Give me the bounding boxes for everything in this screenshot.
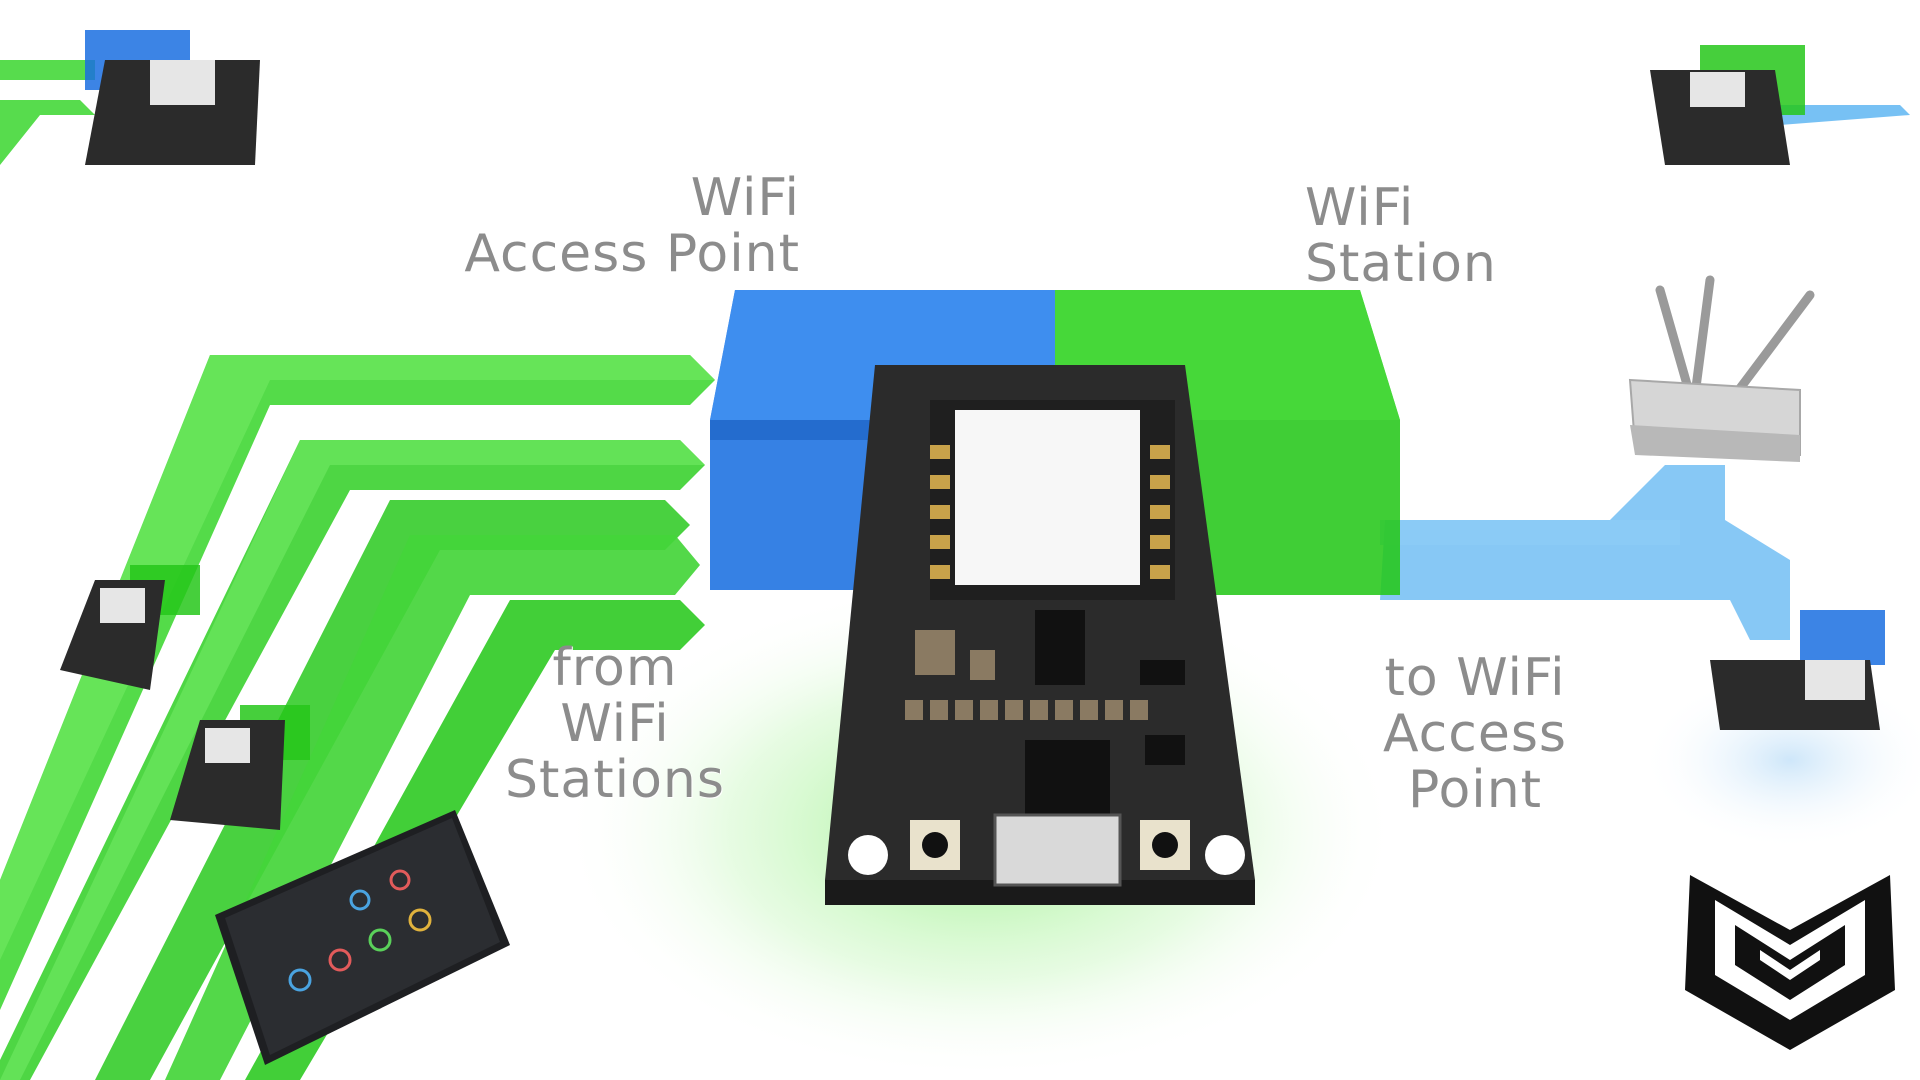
label-line: WiFi: [560, 694, 670, 754]
label-line: Access: [1382, 704, 1567, 764]
label-line: from: [552, 638, 678, 698]
topright-blue-link: [1780, 105, 1910, 125]
label-wifi-access-point: WiFi Access Point: [440, 170, 800, 282]
label-wifi-station: WiFi Station: [1305, 180, 1545, 292]
esp-board-icon-topleft: [85, 30, 260, 165]
esp-board-icon-topright: [1650, 45, 1805, 165]
esp-board-icon-left2: [170, 705, 310, 830]
label-line: WiFi: [690, 168, 800, 228]
esp-board-icon-left1: [60, 565, 200, 690]
label-line: Point: [1407, 760, 1543, 820]
esp-board-main: [825, 365, 1255, 905]
router-icon: [1628, 275, 1815, 462]
label-line: Access Point: [464, 224, 800, 284]
label-line: Station: [1305, 234, 1497, 294]
label-line: WiFi: [1305, 178, 1415, 238]
label-from-wifi-stations: from WiFi Stations: [505, 640, 725, 808]
dashboard-screen-icon: [215, 810, 510, 1065]
label-line: Stations: [505, 750, 725, 810]
topleft-green-link: [0, 60, 95, 165]
ap-link: [1380, 465, 1790, 640]
logo-icon: [1685, 875, 1895, 1050]
label-line: to WiFi: [1384, 648, 1566, 708]
esp-board-icon-right: [1710, 610, 1885, 730]
label-to-wifi-access-point: to WiFi Access Point: [1330, 650, 1620, 818]
station-link-1: [0, 355, 715, 1010]
